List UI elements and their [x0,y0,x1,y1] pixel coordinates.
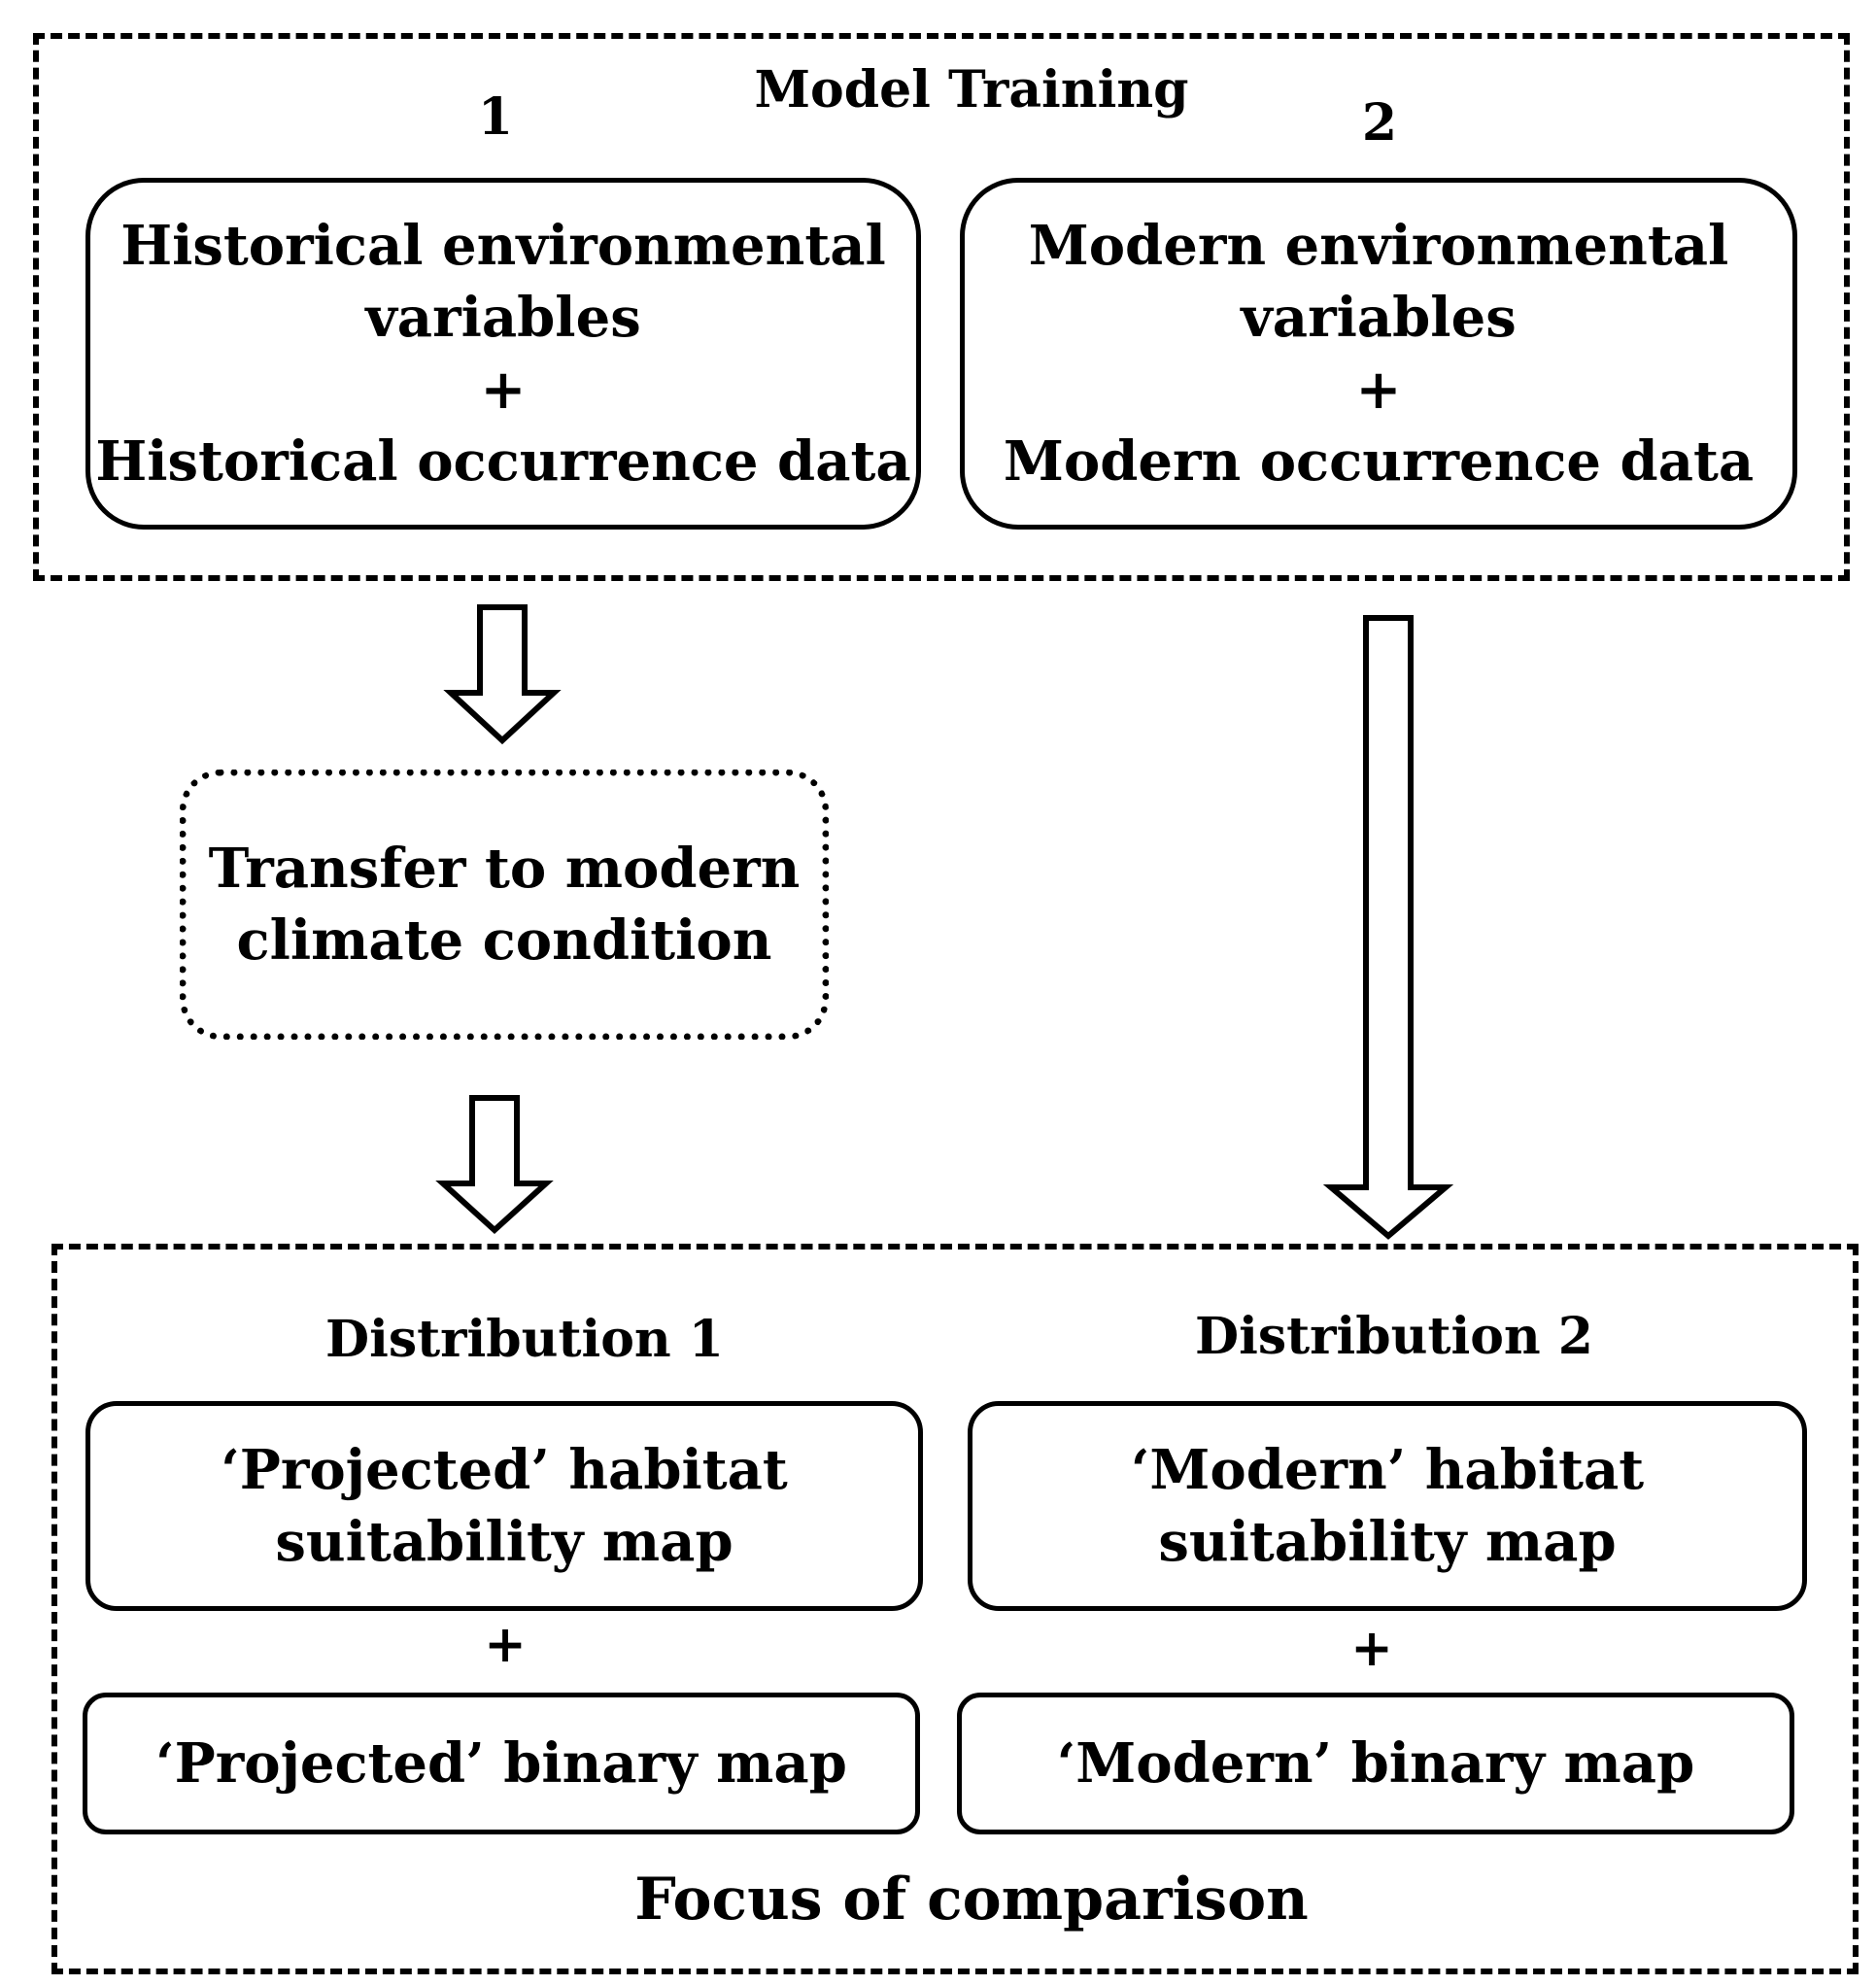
comparison-frame [51,1244,1859,1974]
modern-occurrence-line: Modern occurrence data [1003,429,1755,494]
projected-suitability-line2: suitability map [275,1510,733,1574]
modern-suitability-box: ‘Modern’ habitat suitability map [968,1401,1807,1611]
modern-variables-line2: variables [1241,286,1517,350]
transfer-box: Transfer to modern climate condition [180,770,829,1040]
modern-binary-label: ‘Modern’ binary map [1056,1731,1695,1796]
arrow-down-to-distribution-1 [435,1095,554,1235]
modern-suitability-line2: suitability map [1158,1510,1617,1574]
transfer-line1: Transfer to modern [208,837,801,901]
distribution-1-label: Distribution 1 [324,1310,724,1369]
projected-binary-box: ‘Projected’ binary map [83,1693,920,1834]
modern-binary-box: ‘Modern’ binary map [957,1693,1794,1834]
projected-suitability-box: ‘Projected’ habitat suitability map [85,1401,923,1611]
plus-sign-distribution-2: + [1350,1619,1393,1678]
comparison-title: Focus of comparison [634,1866,1309,1934]
arrow-down-to-distribution-2 [1322,615,1454,1240]
model-training-frame [33,33,1850,581]
distribution-2-label: Distribution 2 [1194,1307,1593,1366]
historical-occurrence-line: Historical occurrence data [95,429,911,494]
plus-sign: + [1355,358,1402,422]
column-1-number: 1 [477,87,514,147]
model-training-title: Model Training [754,60,1189,120]
transfer-line2: climate condition [236,908,772,973]
historical-variables-line1: Historical environmental [120,214,886,278]
arrow-down-to-transfer [443,604,562,745]
projected-suitability-line1: ‘Projected’ habitat [221,1438,788,1502]
projected-binary-label: ‘Projected’ binary map [155,1731,847,1796]
historical-variables-line2: variables [365,286,641,350]
plus-sign-distribution-1: + [484,1615,527,1674]
column-2-number: 2 [1361,93,1398,153]
modern-data-box: Modern environmental variables + Modern … [960,178,1797,530]
historical-data-box: Historical environmental variables + His… [85,178,921,530]
modern-variables-line1: Modern environmental [1028,214,1729,278]
modern-suitability-line1: ‘Modern’ habitat [1130,1438,1645,1502]
plus-sign: + [480,358,527,422]
